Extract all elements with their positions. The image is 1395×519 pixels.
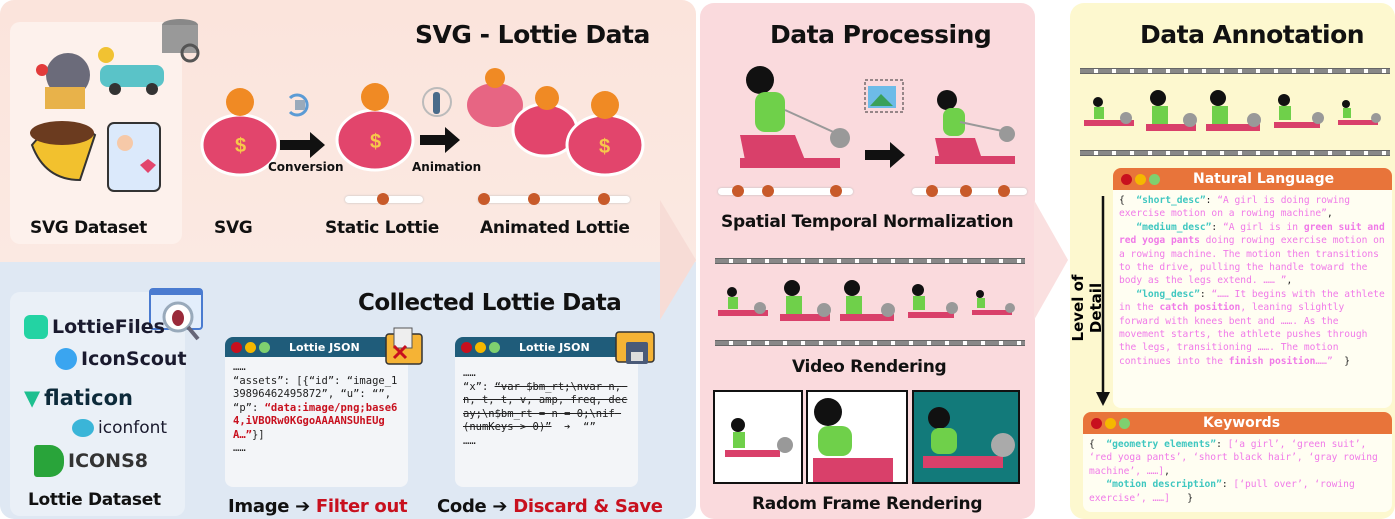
folder-save-icon <box>615 331 655 364</box>
json-code: …… “x”: “var $bm_rt;\nvar n, n, t, t, v,… <box>463 367 628 447</box>
video-frames <box>718 280 1015 321</box>
video-frame <box>1206 90 1261 131</box>
hand-pointer-icon <box>422 87 452 117</box>
spatial-temporal-label: Spatial Temporal Normalization <box>721 212 1014 232</box>
frame-zoomed <box>806 390 908 484</box>
arrow-icon <box>280 132 325 158</box>
svg-lottie-title: SVG - Lottie Data <box>415 20 650 49</box>
image-filter-caption: Image ➔ Filter out <box>228 496 408 517</box>
video-frame <box>1274 94 1324 128</box>
keywords-box: Keywords { “geometry elements”: [‘a girl… <box>1083 412 1392 512</box>
conversion-label: Conversion <box>268 160 344 174</box>
annotation-frames <box>1084 90 1381 131</box>
video-frame <box>1338 100 1381 125</box>
database-search-icon <box>162 19 200 63</box>
frame-teal <box>912 390 1020 484</box>
video-frame <box>1146 90 1197 131</box>
flow-arrow-2 <box>1034 200 1068 320</box>
natural-language-text: { “short_desc”: “A girl is doing rowing … <box>1119 195 1391 367</box>
arrow-icon <box>865 142 905 168</box>
normalization-timeline-after <box>912 185 1027 197</box>
natural-language-box: Natural Language { “short_desc”: “A girl… <box>1113 168 1392 408</box>
lottie-json-code-window: Lottie JSON …… “x”: “var $bm_rt;\nvar n,… <box>455 337 638 487</box>
svg-text:$: $ <box>599 136 610 158</box>
logo-text: IconScout <box>81 348 187 370</box>
pig-animated: $ <box>467 68 645 177</box>
rower-large <box>740 66 850 168</box>
video-frame <box>780 280 831 321</box>
normalization-timeline-before <box>718 185 853 197</box>
svg-dataset-illustrations <box>30 19 200 192</box>
lottie-json-image-window: Lottie JSON …… “assets”: [{“id”: “image_… <box>225 337 408 487</box>
video-frame <box>1084 97 1134 126</box>
frame-white <box>713 390 803 484</box>
rower-small <box>935 90 1015 164</box>
static-lottie-label: Static Lottie <box>325 218 440 238</box>
resize-image-icon <box>864 79 904 113</box>
doctor-phone-icon <box>107 122 161 192</box>
iconfont-logo: iconfont <box>72 418 167 438</box>
random-frame-label: Radom Frame Rendering <box>752 494 983 514</box>
video-rendering-label: Video Rendering <box>792 357 947 377</box>
video-frame <box>840 280 895 321</box>
window-title: Lottie JSON <box>289 340 360 354</box>
level-of-detail-arrow <box>1096 196 1110 406</box>
conversion-icon <box>288 93 309 117</box>
data-processing-title: Data Processing <box>770 20 992 49</box>
keywords-text: { “geometry elements”: [‘a girl’, ‘green… <box>1089 439 1384 504</box>
svg-label: SVG <box>214 218 253 238</box>
code-discard-caption: Code ➔ Discard & Save <box>437 496 663 517</box>
json-code: …… “assets”: [{“id”: “image_139896462495… <box>233 361 398 454</box>
icons8-logo: ICONS8 <box>34 445 148 477</box>
pig-static: $ <box>335 83 415 172</box>
random-frames <box>713 390 1020 484</box>
video-frame <box>908 284 958 318</box>
svg-dataset-label: SVG Dataset <box>30 218 147 238</box>
pipeline-illustrations: $ $ $ <box>200 68 645 177</box>
logo-text: iconfont <box>98 418 168 438</box>
car-icon <box>100 65 164 87</box>
folder-delete-icon <box>385 327 423 365</box>
film-strip-top <box>1080 68 1390 74</box>
collected-lottie-title: Collected Lottie Data <box>358 290 622 316</box>
gorilla-icon <box>46 53 90 97</box>
window-title: Lottie JSON <box>519 340 590 354</box>
video-frame <box>972 290 1015 315</box>
logo-text: LottieFiles <box>52 316 165 338</box>
film-strip-bottom <box>715 340 1025 346</box>
lottie-dataset-label: Lottie Dataset <box>28 490 161 510</box>
svg-text:$: $ <box>370 131 381 153</box>
animated-lottie-label: Animated Lottie <box>480 218 630 238</box>
pig-svg: $ <box>200 88 280 177</box>
logo-text: ICONS8 <box>68 450 148 472</box>
iconscout-logo: IconScout <box>55 348 187 370</box>
film-strip-bottom <box>1080 150 1390 156</box>
svg-text:$: $ <box>235 135 246 157</box>
flaticon-logo: ▼flaticon <box>24 386 133 410</box>
bug-search-icon <box>149 288 203 341</box>
film-strip-top <box>715 258 1025 264</box>
lottiefiles-logo: LottieFiles <box>24 315 165 339</box>
box-title: Natural Language <box>1193 171 1335 187</box>
animation-label: Animation <box>412 160 482 174</box>
normalization-illustration <box>740 66 1015 168</box>
arrow-icon <box>420 127 460 153</box>
animated-timeline <box>478 193 630 205</box>
data-annotation-title: Data Annotation <box>1140 20 1365 49</box>
flow-arrow-1 <box>660 200 696 320</box>
static-timeline <box>345 193 423 205</box>
level-of-detail-label: Level of Detail <box>1069 274 1105 342</box>
box-title: Keywords <box>1203 415 1281 431</box>
video-frame <box>718 287 768 316</box>
logo-text: flaticon <box>44 386 133 410</box>
